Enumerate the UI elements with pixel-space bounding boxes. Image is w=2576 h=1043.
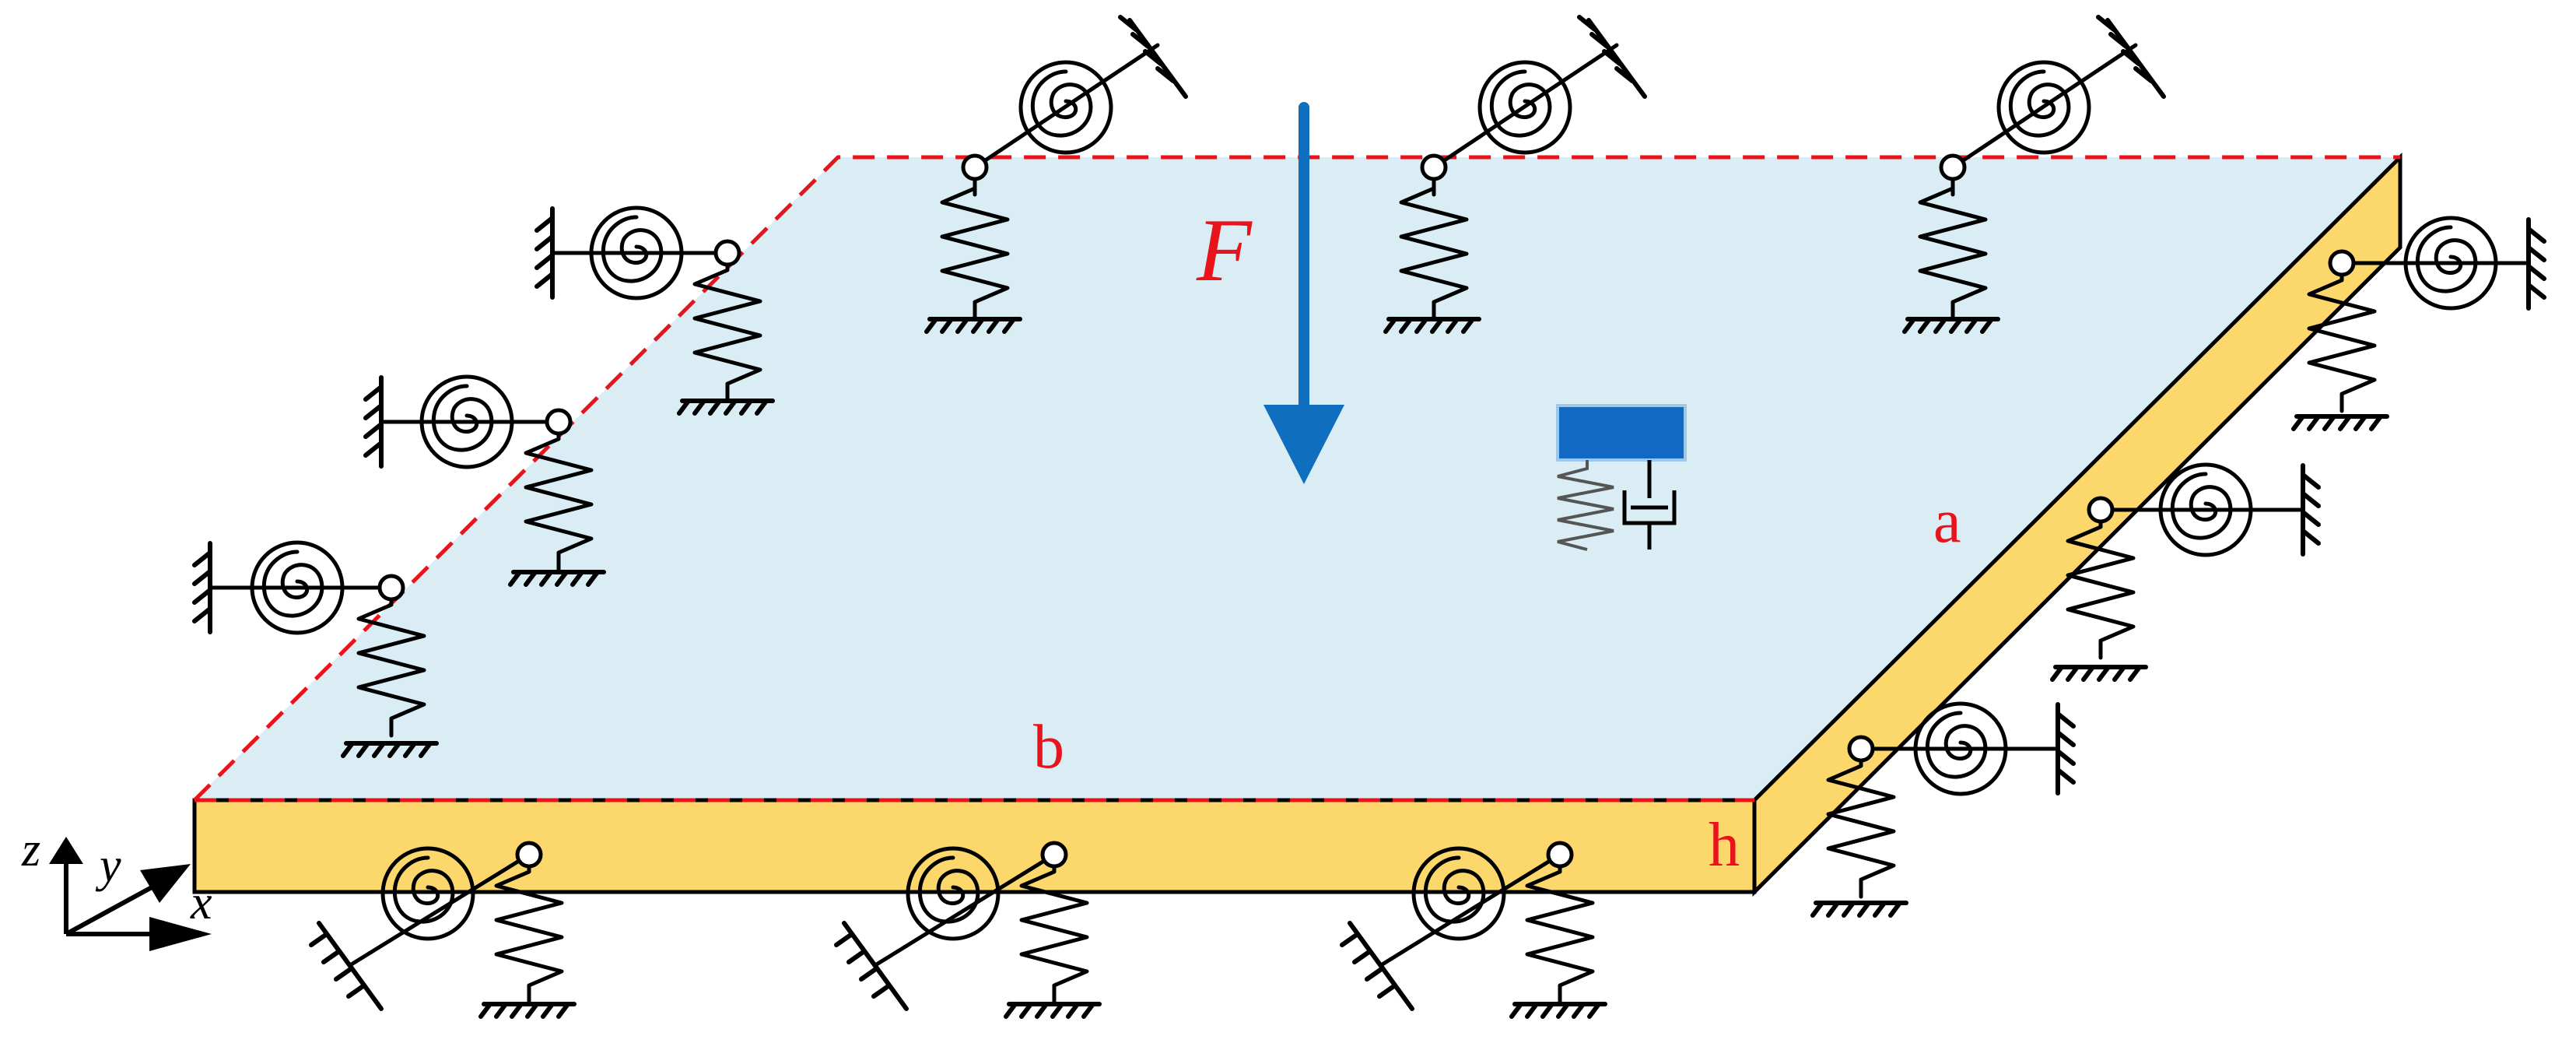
hatched-ground-icon xyxy=(481,1004,574,1017)
dashed-edge-back-left xyxy=(193,155,2400,802)
force-arrow xyxy=(1263,102,1344,484)
hatched-ground-icon xyxy=(1006,1004,1099,1017)
zigzag-spring-icon xyxy=(1557,460,1614,551)
back-support-3 xyxy=(1905,15,2166,332)
back-support-2 xyxy=(1386,15,1647,332)
plate xyxy=(192,152,2403,897)
axis-x-label: x xyxy=(190,876,212,929)
thickness-h-label: h xyxy=(1709,811,1740,880)
right-support-3 xyxy=(1813,704,2076,915)
front-support-2 xyxy=(834,841,1099,1017)
coordinate-axes xyxy=(49,837,212,951)
width-b-label: b xyxy=(1033,713,1064,781)
plate-right-side xyxy=(1752,152,2403,897)
axis-z-label: z xyxy=(21,824,40,876)
right-support-1 xyxy=(2294,218,2546,429)
plate-top-surface xyxy=(195,157,2400,800)
length-a-label: a xyxy=(1933,487,1961,556)
attached-oscillator xyxy=(1556,404,1687,551)
right-support-2 xyxy=(2052,465,2321,680)
left-support-2 xyxy=(363,377,604,585)
front-support-1 xyxy=(309,841,574,1017)
oscillator-mass xyxy=(1556,404,1687,462)
left-support-1 xyxy=(534,208,773,413)
hatched-ground-icon xyxy=(2294,416,2387,429)
left-support-3 xyxy=(192,543,436,756)
hatched-ground-icon xyxy=(1813,903,1906,915)
back-support-1 xyxy=(927,15,1188,332)
axis-y-label: y xyxy=(95,839,121,892)
hatched-ground-icon xyxy=(2052,667,2146,680)
front-support-3 xyxy=(1340,841,1605,1017)
damper-icon xyxy=(1622,460,1677,550)
force-label: F xyxy=(1196,201,1253,300)
hatched-ground-icon xyxy=(1512,1004,1605,1017)
